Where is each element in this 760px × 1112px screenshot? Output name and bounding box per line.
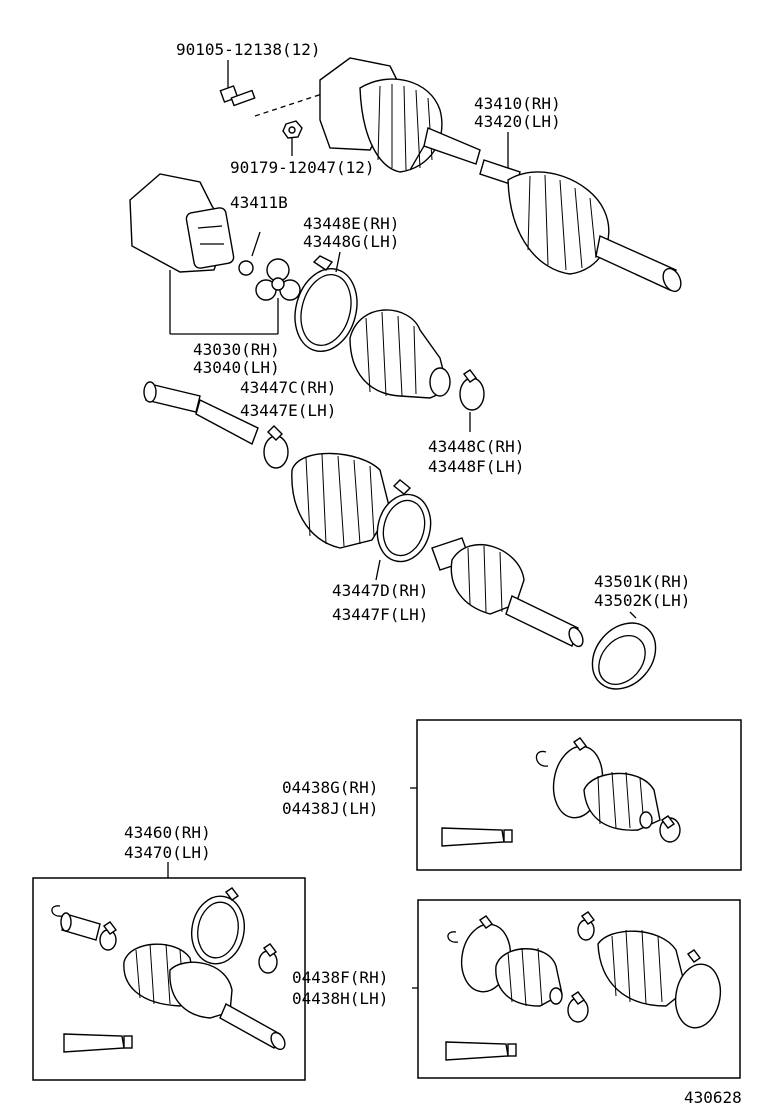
kit-box-04438g: [416, 719, 742, 871]
intermediate-shaft-illustration: [143, 381, 259, 445]
kit-box-04438g-contents: [441, 737, 681, 847]
label-nut: 90179-12047(12): [230, 158, 375, 177]
label-clamp-c2: 43448C(RH): [428, 437, 524, 456]
label-clamp-e2: 43447E(LH): [240, 401, 336, 420]
label-boot-d: 43447D(RH): [332, 581, 428, 600]
label-tulip-rh: 43030(RH): [193, 340, 280, 359]
label-kit-h: 04438H(LH): [292, 989, 388, 1008]
label-kit-g: 04438G(RH): [282, 778, 378, 797]
label-tulip-lh: 43040(LH): [193, 358, 280, 377]
label-kit-j: 04438J(LH): [282, 799, 378, 818]
clamp-43448c-illustration: [459, 369, 485, 432]
leader-dash: [254, 93, 323, 117]
label-clamp-e: 43448E(RH): [303, 214, 399, 233]
clamp-43447c-illustration: [263, 425, 289, 469]
outer-joint-box: [32, 877, 306, 1081]
inner-boot-illustration: [349, 309, 451, 399]
bolt-illustration: [219, 60, 256, 107]
leader-clamp-e: [335, 251, 341, 273]
label-outer-rh: 43460(RH): [124, 823, 211, 842]
tripod-illustration: [255, 258, 301, 301]
diagram-code: 430628: [684, 1088, 742, 1107]
top-driveshaft-illustration: [319, 57, 682, 293]
label-kit-f: 04438F(RH): [292, 968, 388, 987]
label-outer-lh: 43470(LH): [124, 843, 211, 862]
dust-deflector-illustration: [591, 611, 657, 690]
tulip-housing-illustration: [129, 173, 279, 335]
label-clamp-g: 43448G(LH): [303, 232, 399, 251]
outer-joint-box-contents: [51, 887, 286, 1053]
label-shaft-lh: 43420(LH): [474, 112, 561, 131]
label-pin: 43411B: [230, 193, 288, 212]
label-dust-rh: 43501K(RH): [594, 572, 690, 591]
outer-boot-illustration: [291, 452, 391, 549]
label-bolt: 90105-12138(12): [176, 40, 321, 59]
label-shaft-rh: 43410(RH): [474, 94, 561, 113]
snap-ring-illustration: [238, 231, 261, 276]
clamp-43447d-illustration: [375, 479, 432, 581]
label-clamp-c: 43447C(RH): [240, 378, 336, 397]
kit-box-04438f-contents: [445, 911, 722, 1061]
label-dust-lh: 43502K(LH): [594, 591, 690, 610]
label-clamp-f: 43448F(LH): [428, 457, 524, 476]
kit-box-04438f: [417, 899, 741, 1079]
nut-illustration: [282, 120, 303, 156]
outer-joint-illustration: [431, 537, 584, 648]
label-boot-f: 43447F(LH): [332, 605, 428, 624]
